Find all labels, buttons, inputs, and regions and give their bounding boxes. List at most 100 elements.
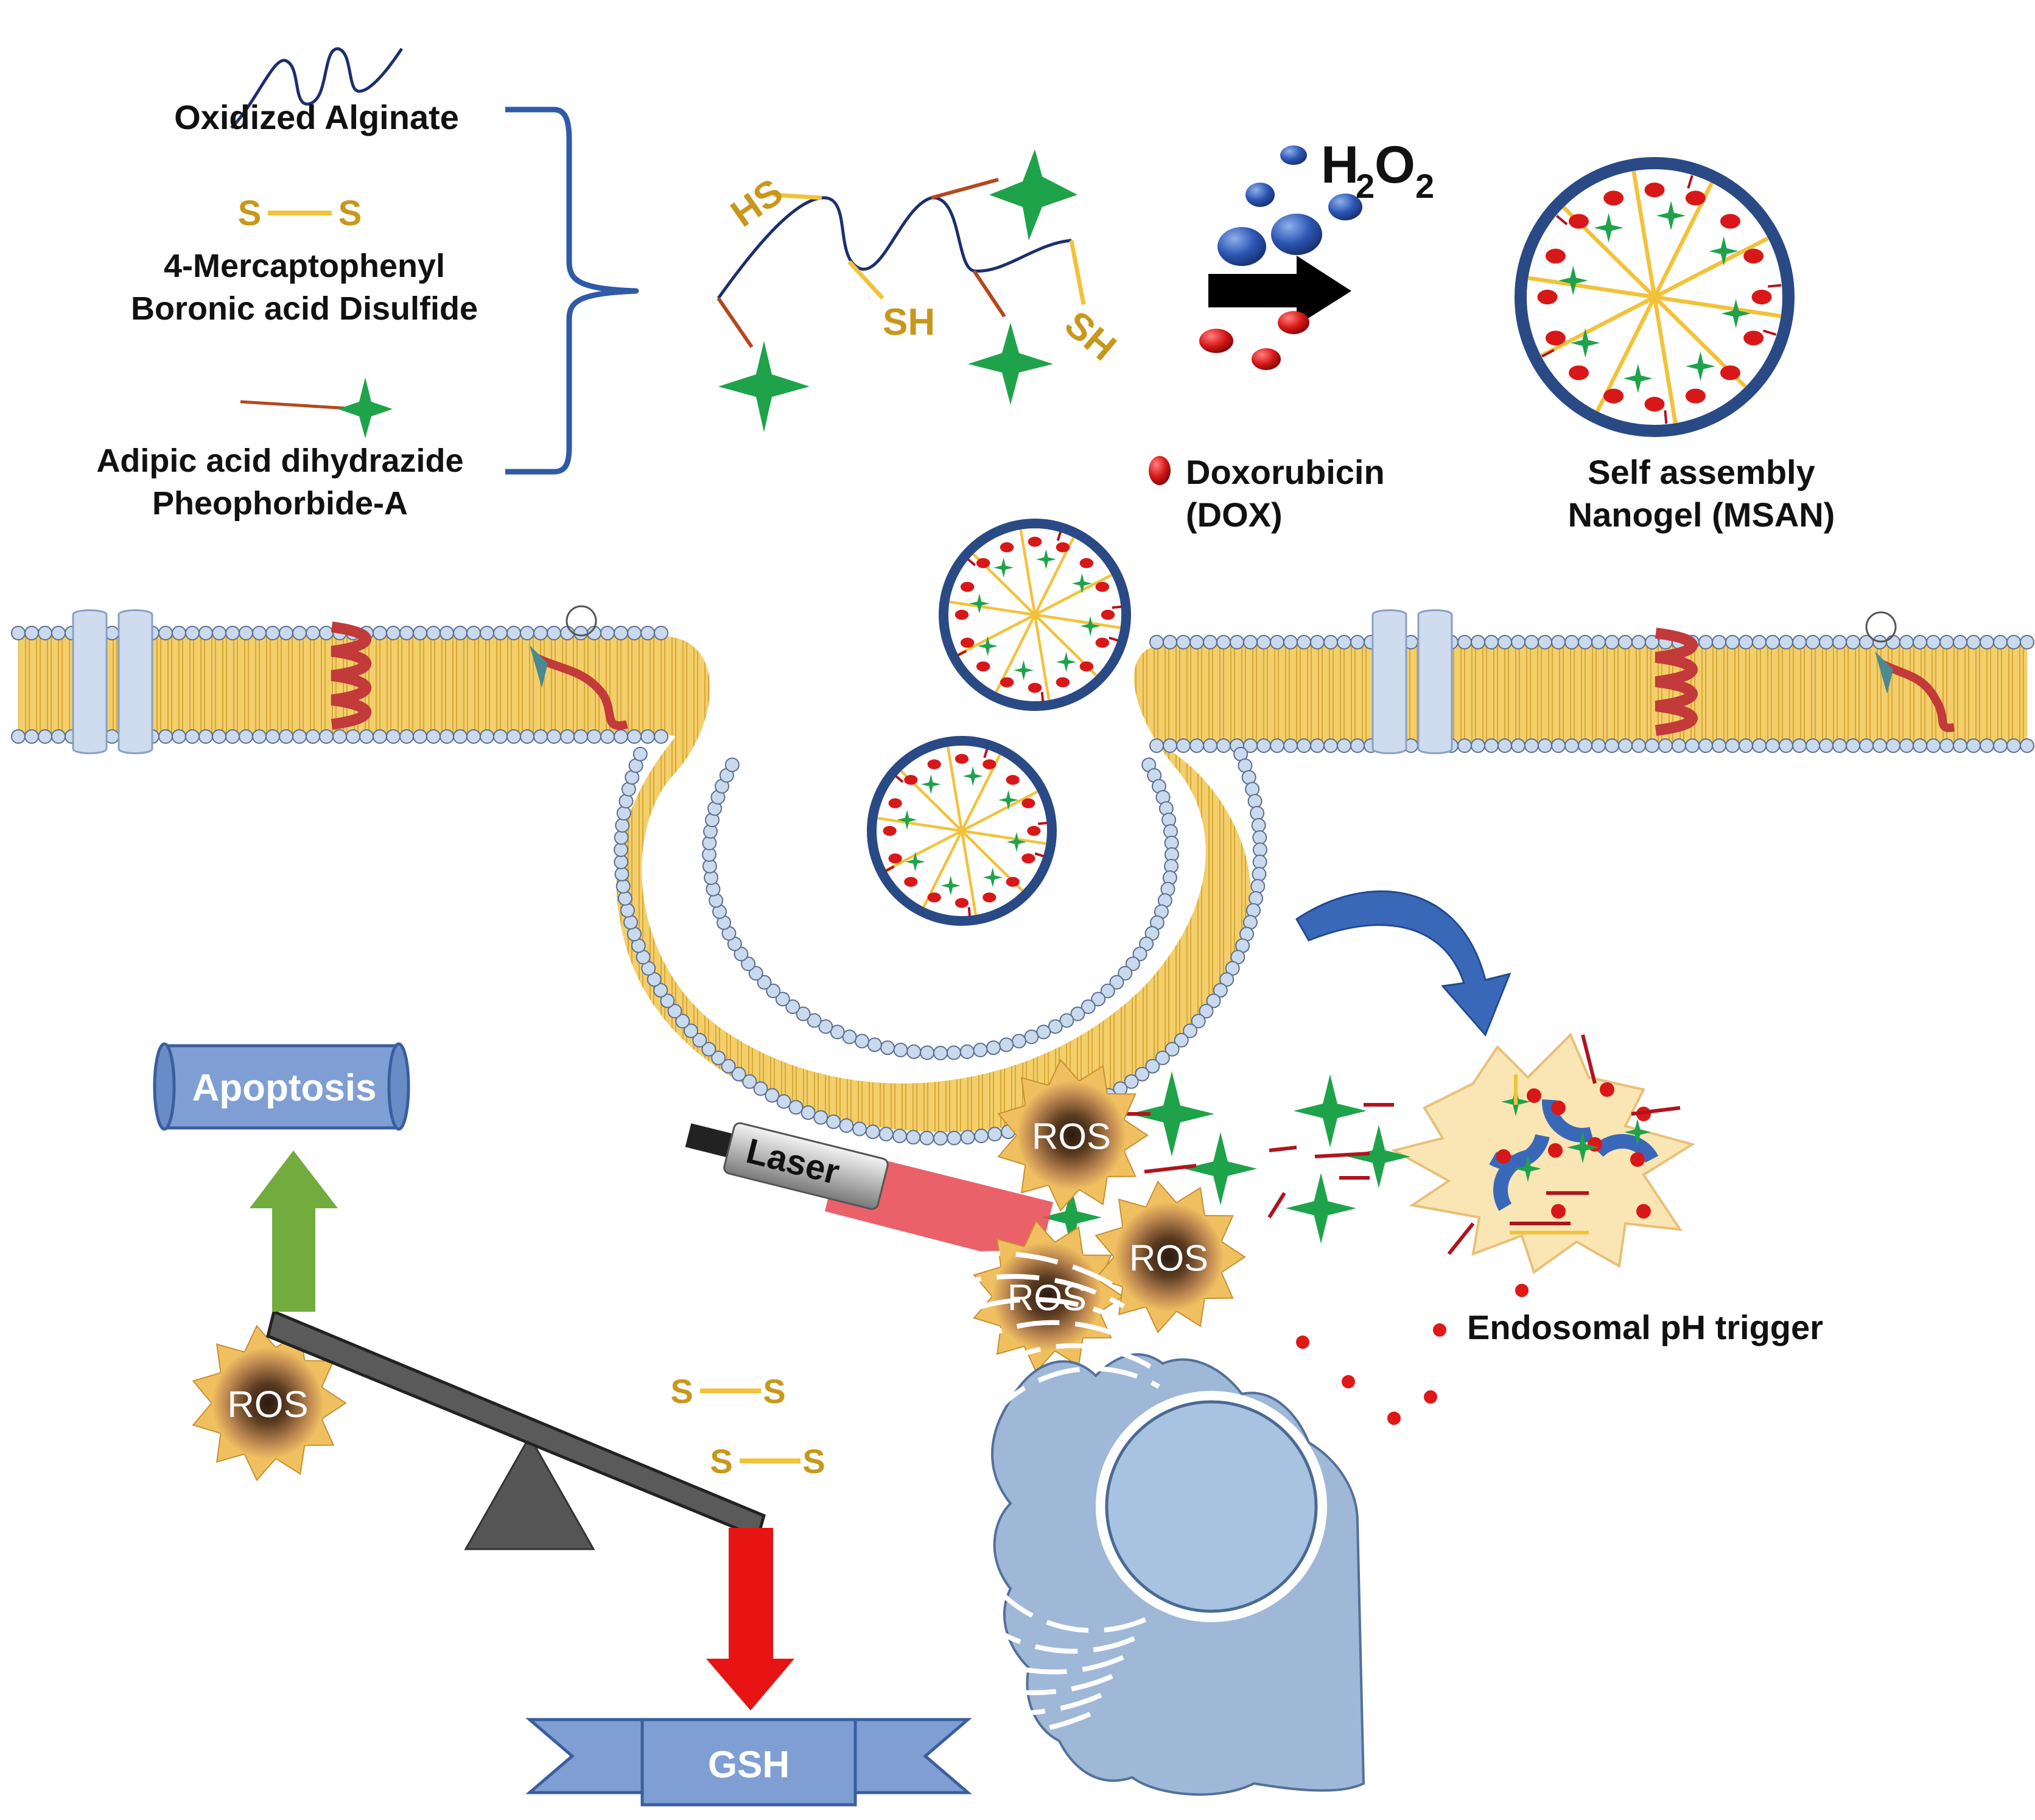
label-dox-line1: Doxorubicin bbox=[1186, 453, 1385, 491]
dox-dot bbox=[1545, 248, 1566, 264]
helix-protein-icon bbox=[331, 621, 372, 730]
dox-dot bbox=[1006, 877, 1020, 887]
hs-group: HS bbox=[723, 171, 790, 236]
dox-dot bbox=[1000, 677, 1014, 688]
reaction-arrow bbox=[1208, 256, 1351, 326]
pheo-star bbox=[940, 875, 961, 896]
label-adh-line2: Pheophorbide-A bbox=[152, 485, 408, 522]
pheo-star bbox=[998, 790, 1018, 810]
apoptosis-label: Apoptosis bbox=[192, 1067, 376, 1109]
dox-dot bbox=[1685, 191, 1706, 206]
dox-dot bbox=[1603, 388, 1624, 404]
label-adh-line1: Adipic acid dihydrazide bbox=[96, 443, 463, 479]
dox-dot bbox=[1387, 1412, 1401, 1425]
label-boronic-line2: Boronic acid Disulfide bbox=[131, 290, 478, 327]
dox-dot bbox=[1603, 191, 1624, 206]
polymer-conjugate: HS SH SH bbox=[716, 149, 1124, 432]
pheo-star bbox=[1014, 660, 1034, 681]
nucleus-er bbox=[751, 1251, 1365, 1796]
gsh-label: GSH bbox=[708, 1744, 790, 1786]
fulcrum bbox=[464, 1434, 595, 1550]
pheo-star bbox=[1558, 265, 1588, 296]
ros-burst: ROS bbox=[192, 1325, 347, 1482]
curly-brace bbox=[505, 107, 639, 475]
dox-dot bbox=[1569, 214, 1589, 229]
pheo-star bbox=[1623, 363, 1653, 393]
pheo-star bbox=[1006, 831, 1027, 852]
pheo-star bbox=[1056, 652, 1076, 672]
pheo-star bbox=[1721, 298, 1751, 329]
dox-dot bbox=[982, 759, 996, 769]
arrow-down-icon bbox=[706, 1528, 794, 1710]
dox-dot bbox=[1095, 581, 1110, 592]
dox-dot bbox=[904, 775, 918, 785]
pheo-star bbox=[993, 558, 1014, 578]
dox-dot bbox=[1433, 1323, 1446, 1337]
sh-group-2: SH bbox=[1057, 303, 1124, 369]
channel-protein-icon bbox=[72, 609, 153, 754]
arrow-up-icon bbox=[250, 1150, 338, 1312]
dox-dot bbox=[1101, 609, 1115, 620]
pheo-star bbox=[1709, 236, 1739, 266]
seesaw: S S S S bbox=[266, 1309, 825, 1550]
dox-dot bbox=[982, 892, 996, 903]
pheo-star bbox=[905, 852, 925, 872]
dox-dot bbox=[1537, 289, 1558, 305]
h2o2-cluster bbox=[1217, 145, 1362, 266]
dox-dot bbox=[1021, 853, 1035, 864]
h2o2-formula: H 2 O 2 bbox=[1321, 136, 1434, 205]
ros-burst: ROS bbox=[997, 1059, 1149, 1212]
dox-dot bbox=[954, 609, 969, 620]
dox-dot bbox=[1720, 214, 1740, 229]
dox-dot bbox=[976, 558, 990, 569]
nanogel-entering-top bbox=[939, 519, 1131, 711]
laser-tip bbox=[685, 1123, 733, 1158]
dox-dot bbox=[954, 898, 969, 908]
dox-dot bbox=[1342, 1375, 1355, 1388]
dox-icon bbox=[1149, 456, 1171, 485]
dox-dot bbox=[927, 759, 941, 769]
label-nanogel-line1: Self assembly bbox=[1588, 453, 1815, 491]
curved-arrow-icon bbox=[1295, 890, 1511, 1037]
svg-text:S: S bbox=[710, 1442, 732, 1480]
apoptosis-banner: Apoptosis bbox=[153, 1042, 410, 1131]
disulfide-icon: S S bbox=[238, 194, 362, 233]
dox-dot bbox=[1720, 365, 1740, 380]
adh-pheophorbide-icon bbox=[240, 377, 393, 438]
pheo-star bbox=[1347, 1125, 1410, 1188]
label-oxidized-alginate: Oxidized Alginate bbox=[174, 98, 459, 136]
released-drug-fragments bbox=[1041, 1071, 1529, 1425]
pheo-star bbox=[989, 149, 1077, 240]
gsh-banner: GSH bbox=[525, 1718, 972, 1807]
pheo-star bbox=[982, 867, 1003, 887]
channel-protein-icon bbox=[1371, 609, 1453, 754]
pheo-star bbox=[1036, 549, 1056, 570]
svg-text:ROS: ROS bbox=[1129, 1238, 1208, 1279]
svg-text:H: H bbox=[1321, 136, 1359, 194]
svg-text:S: S bbox=[763, 1372, 785, 1410]
svg-text:2: 2 bbox=[1356, 167, 1375, 205]
receptor-protein-icon bbox=[1865, 611, 1955, 732]
pheo-star bbox=[969, 593, 990, 614]
dox-cluster bbox=[1199, 311, 1309, 370]
pheo-star bbox=[1515, 1155, 1541, 1182]
dox-dot bbox=[1515, 1284, 1529, 1297]
label-dox-line2: (DOX) bbox=[1186, 495, 1283, 534]
alginate-chain-icon bbox=[230, 47, 404, 129]
pheo-star bbox=[978, 635, 998, 656]
dox-dot bbox=[1751, 289, 1772, 305]
pheo-star bbox=[1041, 1187, 1102, 1248]
pheo-star bbox=[1656, 201, 1686, 231]
dox-dot bbox=[888, 853, 902, 864]
svg-text:ROS: ROS bbox=[1032, 1116, 1111, 1157]
pheo-star bbox=[897, 810, 917, 830]
pheo-star bbox=[968, 323, 1053, 405]
pheo-star bbox=[1129, 1071, 1214, 1157]
dox-dot bbox=[1743, 248, 1764, 264]
sh-group-1: SH bbox=[883, 301, 935, 343]
disulfide-icon: S S bbox=[710, 1442, 825, 1480]
dox-dot bbox=[1079, 661, 1094, 672]
dox-dot bbox=[1095, 637, 1110, 648]
nanogel-entering-endosome bbox=[867, 736, 1057, 926]
